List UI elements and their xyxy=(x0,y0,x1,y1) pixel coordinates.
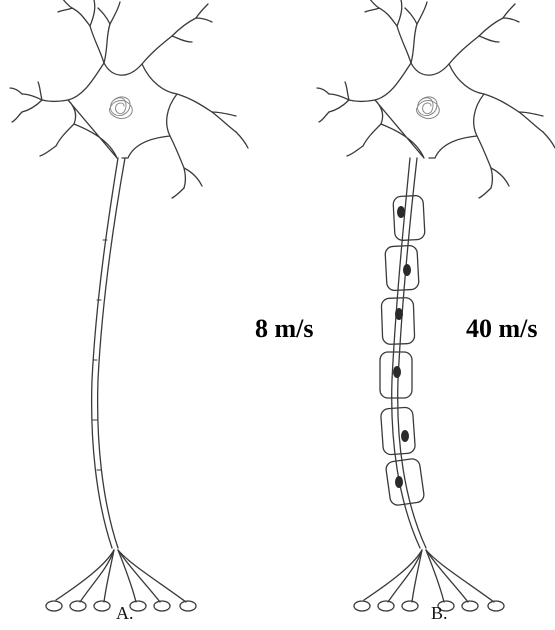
neuron-b-myelinated xyxy=(317,0,555,611)
neuron-b-soma xyxy=(317,0,555,198)
schwann-cell-nucleus xyxy=(401,430,409,442)
neuron-b-speed-label: 40 m/s xyxy=(466,316,538,342)
schwann-cell xyxy=(385,245,419,291)
neuron-a-unmyelinated xyxy=(10,0,248,611)
panel-a-label: A. xyxy=(116,604,134,622)
schwann-cell-nucleus xyxy=(403,264,411,276)
schwann-cell-nucleus xyxy=(397,206,405,218)
neuron-a-soma xyxy=(10,0,248,198)
panel-b-label: B. xyxy=(431,604,448,622)
neuron-a-axon xyxy=(92,158,118,548)
schwann-cell xyxy=(380,352,412,398)
schwann-cell-nucleus xyxy=(393,366,401,378)
neuron-b-terminals xyxy=(354,550,504,611)
schwann-cell-nucleus xyxy=(395,308,403,320)
neuron-a-speed-label: 8 m/s xyxy=(255,316,314,342)
schwann-cell-nucleus xyxy=(395,476,403,488)
neuron-b-axon xyxy=(392,158,420,548)
neuron-a-terminals xyxy=(46,550,196,611)
schwann-cell xyxy=(381,297,415,344)
